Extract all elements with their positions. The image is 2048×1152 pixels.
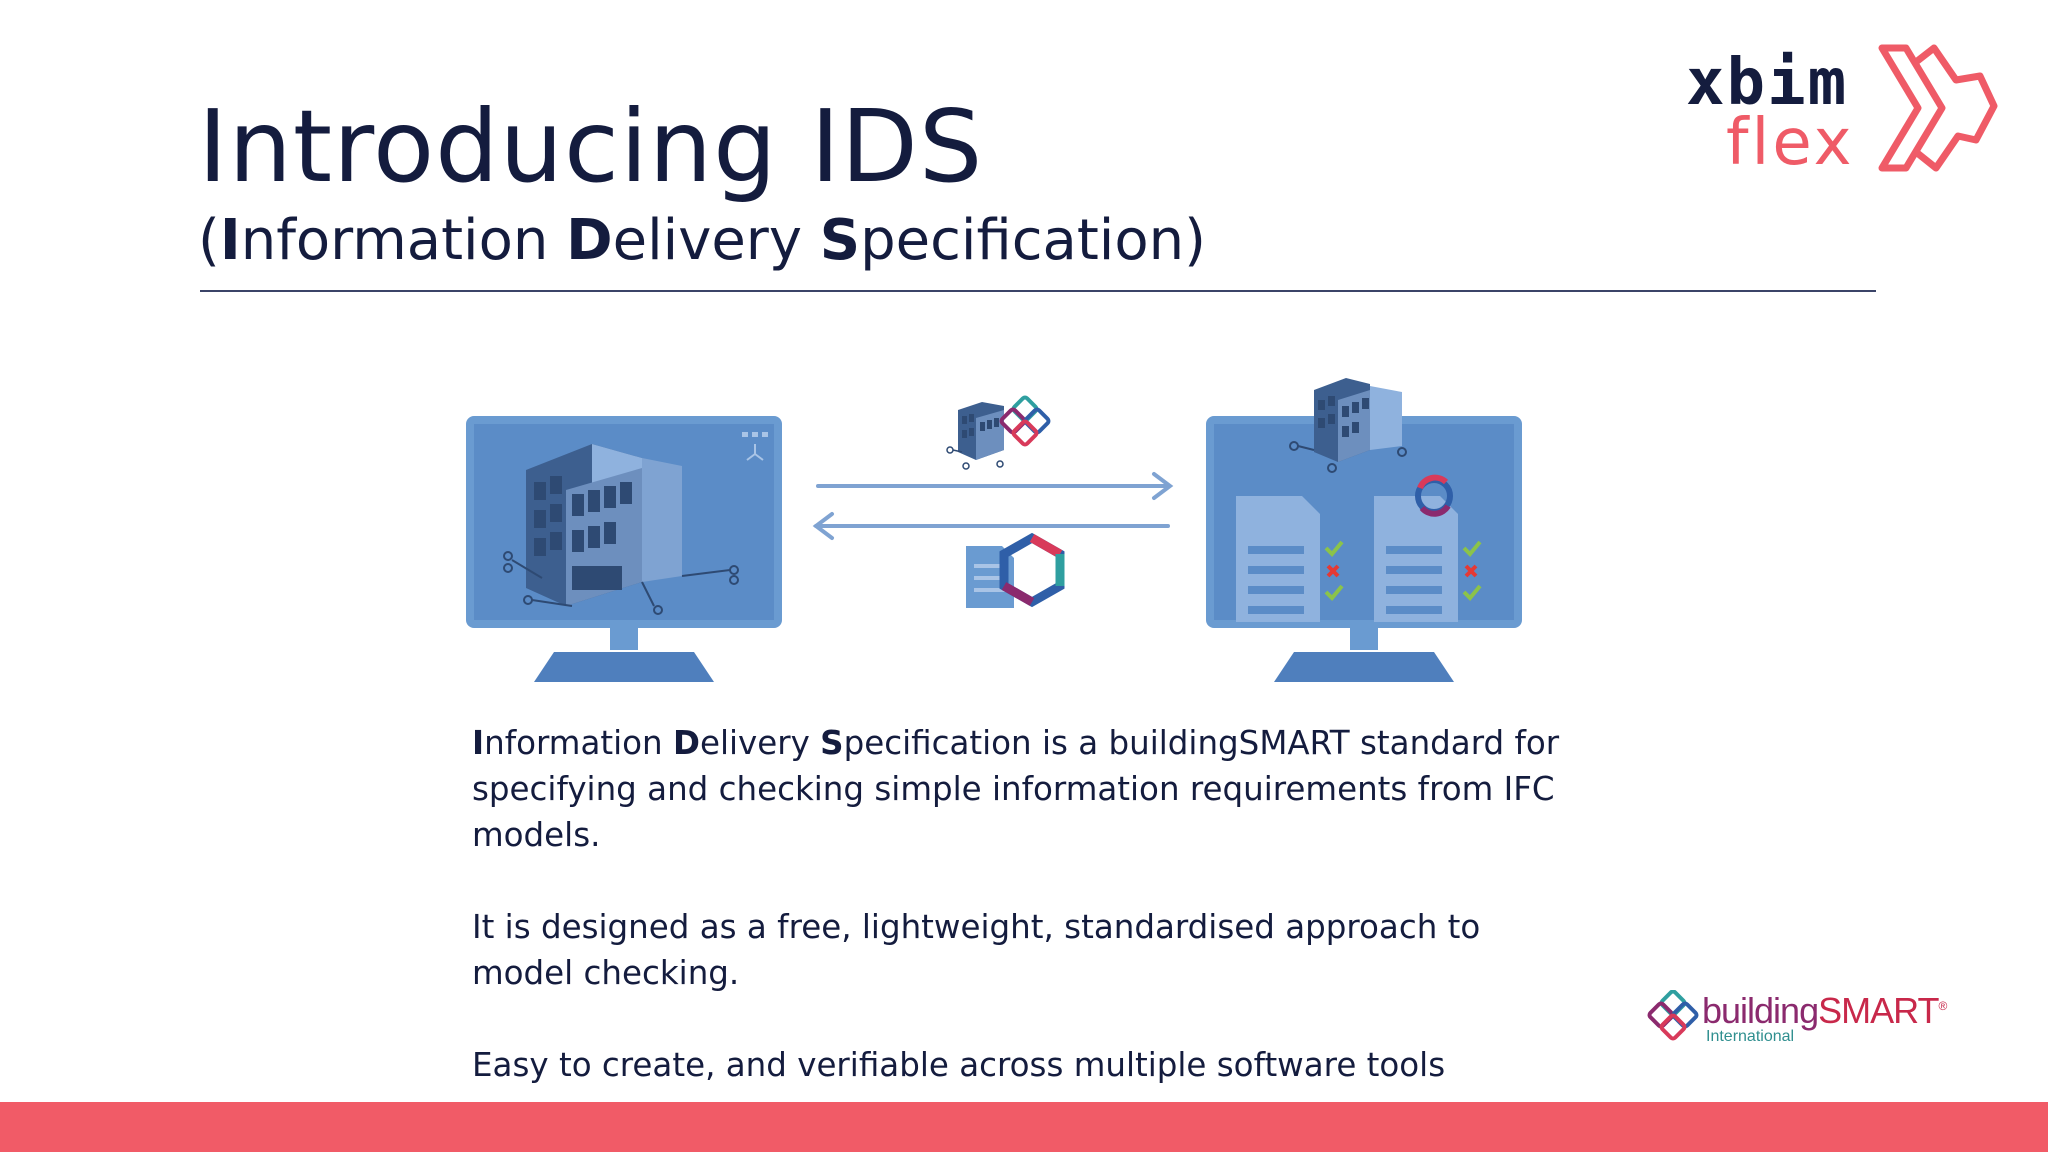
body-s-rest: pecification — [843, 724, 1032, 762]
subtitle-i-rest: nformation — [240, 208, 567, 273]
body-paragraph-1: Information Delivery Specification is a … — [472, 720, 1572, 858]
xbim-x-mark-icon — [1878, 44, 1998, 172]
building-icon — [503, 444, 739, 615]
body-paragraph-3: Easy to create, and verifiable across mu… — [472, 1046, 1446, 1084]
ids-workflow-illustration — [466, 378, 1522, 682]
subtitle-i: I — [219, 208, 241, 273]
title-divider — [200, 290, 1876, 292]
xbim-logo-text: xbim — [1686, 46, 1849, 120]
buildingsmart-international: International — [1706, 1028, 1795, 1045]
buildingsmart-smart: SMART — [1818, 990, 1939, 1031]
subtitle-close: ) — [1184, 208, 1206, 273]
body-paragraph-2: It is designed as a free, lightweight, s… — [472, 908, 1481, 992]
slide-subtitle: (Information Delivery Specification) — [198, 208, 1206, 274]
body-p1-rest: is a buildingSMART standard for specifyi… — [472, 724, 1560, 854]
body-d: D — [672, 724, 700, 762]
xbim-flex-logo: xbim flex — [1680, 40, 2000, 180]
subtitle-open: ( — [198, 208, 220, 273]
building-icon — [1289, 378, 1407, 473]
ids-logo-icon — [999, 532, 1065, 608]
arrow-right-icon — [816, 472, 1174, 500]
buildingsmart-mark-icon — [1647, 990, 1699, 1041]
buildingsmart-building: building — [1702, 990, 1819, 1031]
flex-logo-text: flex — [1726, 106, 1855, 180]
buildingsmart-name: buildingSMART® — [1702, 990, 1947, 1032]
subtitle-s-rest: pecification — [860, 208, 1185, 273]
subtitle-d: D — [566, 208, 613, 273]
slide-title: Introducing IDS — [198, 88, 984, 205]
ifc-logo-icon — [1415, 474, 1453, 517]
subtitle-s: S — [819, 208, 861, 273]
buildingsmart-reg: ® — [1938, 999, 1947, 1013]
document-check-icon — [1374, 496, 1482, 622]
building-icon — [946, 402, 1004, 470]
buildingsmart-logo: buildingSMART® International — [1646, 990, 1966, 1050]
arrow-left-icon — [812, 512, 1170, 540]
body-d-rest: elivery — [699, 724, 821, 762]
body-text: Information Delivery Specification is a … — [472, 720, 1572, 1134]
subtitle-d-rest: elivery — [612, 208, 820, 273]
body-s: S — [820, 724, 844, 762]
body-i-rest: nformation — [484, 724, 673, 762]
body-i: I — [472, 724, 485, 762]
footer-bar — [0, 1102, 2048, 1152]
document-check-icon — [1236, 496, 1344, 622]
ifc-logo-icon — [999, 395, 1051, 447]
